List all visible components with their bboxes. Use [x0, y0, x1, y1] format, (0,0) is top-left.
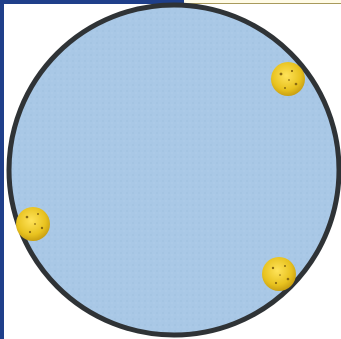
bacterial-colony-top-right [271, 62, 305, 96]
bacterial-colony-bottom-right [262, 257, 296, 291]
bacterial-colony-left [16, 207, 50, 241]
